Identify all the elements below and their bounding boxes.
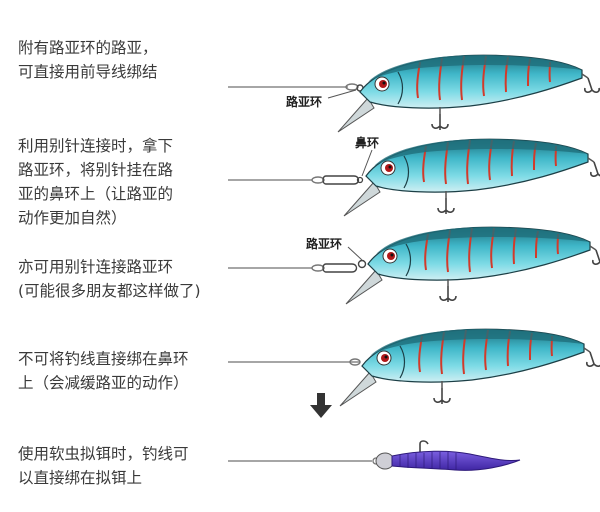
row-2-snap bbox=[322, 175, 360, 185]
row-2-lure-diagram: 鼻环 bbox=[228, 135, 600, 217]
row-2-knot bbox=[311, 176, 325, 184]
row-3-lure-ring bbox=[357, 259, 367, 269]
row-1-label-leader bbox=[327, 89, 357, 99]
row-4-lure-diagram bbox=[228, 328, 600, 407]
row-2-nose-eye bbox=[356, 176, 364, 184]
row-4-lure bbox=[339, 328, 600, 407]
row-3-label: 路亚环 bbox=[306, 236, 342, 251]
row-1-description: 附有路亚环的路亚， 可直接用前导线绑结 bbox=[18, 39, 158, 81]
row-3-knot bbox=[311, 264, 325, 272]
row-2-label: 鼻环 bbox=[355, 135, 379, 150]
row-3-lure bbox=[345, 226, 600, 305]
row-5-worm-diagram bbox=[228, 440, 521, 471]
row-5-hook-point bbox=[419, 440, 429, 452]
row-2-description: 利用别针连接时，拿下 路亚环，将别针挂在路 亚的鼻环上（让路亚的 动作更加自然） bbox=[18, 137, 174, 227]
row-3-label-leader bbox=[347, 246, 363, 261]
row-4-description: 不可将钓线直接绑在鼻环 上（会减缓路亚的动作） bbox=[18, 350, 189, 392]
row-1-lure-diagram: 路亚环 bbox=[228, 54, 600, 133]
row-5-worm-rings bbox=[399, 452, 457, 470]
row-1-lure bbox=[337, 54, 600, 133]
row-3-description: 亦可用别针连接路亚环 (可能很多朋友都这样做了) bbox=[18, 258, 201, 300]
row-1-label: 路亚环 bbox=[286, 94, 322, 109]
row-3-lure-diagram: 路亚环 bbox=[228, 226, 600, 305]
row-2-label-leader bbox=[361, 149, 373, 177]
row-2-lure bbox=[343, 138, 600, 217]
row-3-snap bbox=[322, 263, 358, 273]
row-5-jig-head bbox=[375, 452, 395, 470]
down-arrow-icon bbox=[310, 393, 332, 418]
row-5-description: 使用软虫拟铒时，钓线可 以直接绑在拟铒上 bbox=[18, 445, 189, 487]
row-4-knot bbox=[349, 358, 361, 366]
row-1-knot bbox=[345, 83, 359, 91]
